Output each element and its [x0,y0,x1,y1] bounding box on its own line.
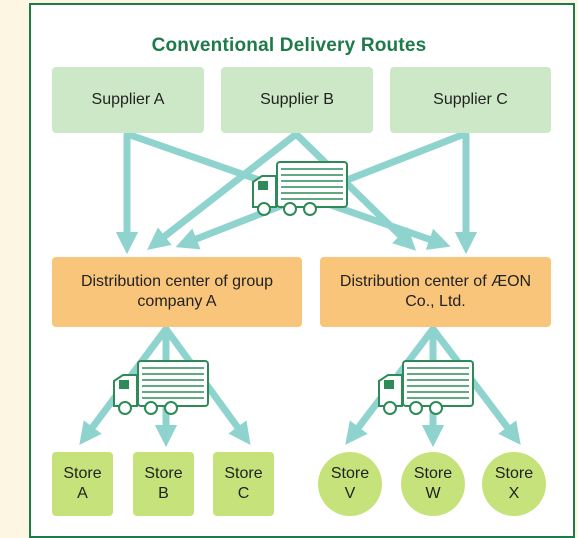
store-a-label: Store A [63,465,102,502]
truck-icon [252,161,348,216]
store-c-label: Store C [224,465,263,502]
store-x-label: Store X [494,465,534,502]
supplier-c-box: Supplier C [390,67,551,133]
store-w-label: Store W [413,465,453,502]
supplier-b-box: Supplier B [221,67,373,133]
store-x-circle: Store X [482,452,546,516]
truck-icon [378,360,474,415]
dc-group-company-a-box: Distribution center of group company A [52,257,302,327]
store-a-box: Store A [52,452,113,516]
store-v-label: Store V [330,465,370,502]
store-c-box: Store C [213,452,274,516]
truck-icon [113,360,209,415]
store-b-box: Store B [133,452,194,516]
dc-aeon-box: Distribution center of ÆON Co., Ltd. [320,257,551,327]
arrow-supplierB-dcA [147,131,299,250]
arrow-supplierB-dcAEON [293,131,417,251]
store-w-circle: Store W [401,452,465,516]
supplier-a-box: Supplier A [52,67,204,133]
store-v-circle: Store V [318,452,382,516]
diagram-title: Conventional Delivery Routes [151,35,427,56]
store-b-label: Store B [144,465,183,502]
